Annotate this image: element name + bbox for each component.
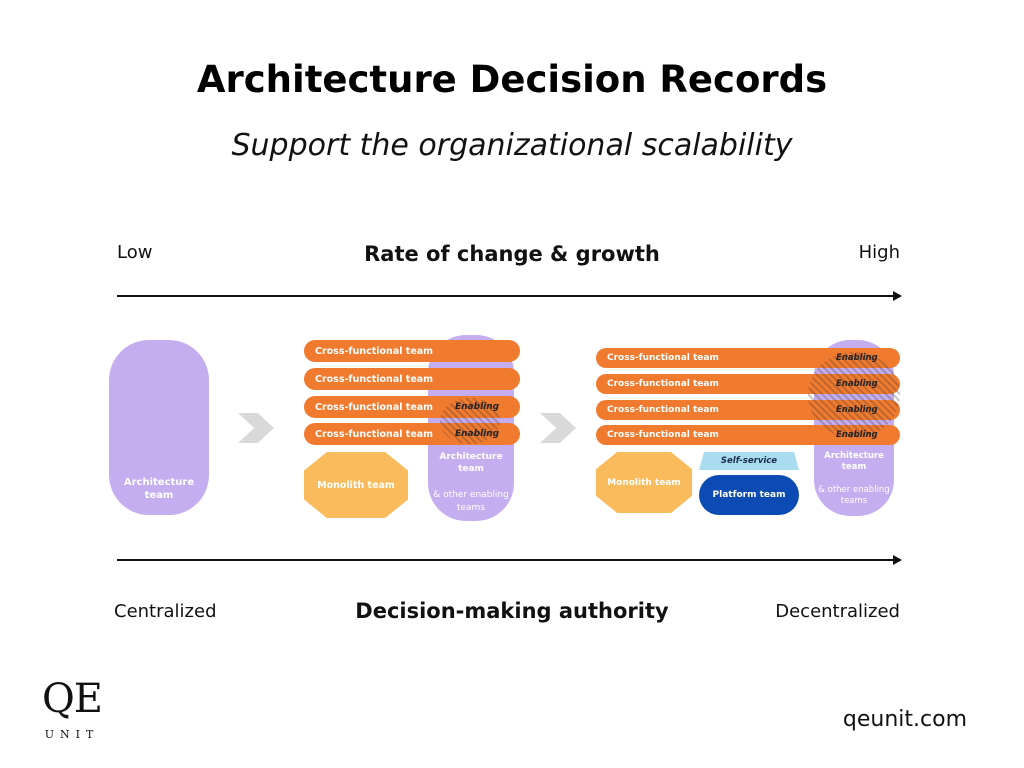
bottom-axis-title: Decision-making authority — [355, 599, 669, 623]
stage3-enabling-label-3: Enabling — [836, 405, 878, 415]
page-subtitle: Support the organizational scalability — [231, 128, 793, 163]
stage3-enabling-label-2: Enabling — [836, 379, 878, 389]
qe-unit-logo-word: UNIT — [44, 728, 100, 741]
top-axis-low-label: Low — [117, 242, 153, 263]
qe-unit-logo: QE — [42, 676, 103, 722]
chevron-right-icon — [238, 413, 274, 443]
stage3-enabling-overlap — [808, 352, 900, 438]
stage3-cross-functional-team-2: Cross-functional team — [596, 374, 900, 394]
top-axis-title: Rate of change & growth — [364, 242, 660, 266]
stage2-enabling-overlap — [440, 398, 500, 444]
top-axis-line — [117, 295, 894, 297]
top-axis-arrow-icon — [893, 291, 902, 301]
bottom-axis-line — [117, 559, 894, 561]
stage2-monolith-team: Monolith team — [304, 452, 408, 518]
stage1-architecture-team: Architecture team — [109, 340, 209, 515]
bottom-axis-arrow-icon — [893, 555, 902, 565]
chevron-right-icon — [540, 413, 576, 443]
stage2-cross-functional-team-3: Cross-functional team — [304, 396, 520, 418]
stage3-cross-functional-team-4: Cross-functional team — [596, 425, 900, 445]
stage3-self-service: Self-service — [699, 452, 799, 470]
bottom-axis-centralized-label: Centralized — [114, 601, 217, 622]
stage3-cross-functional-team-3: Cross-functional team — [596, 400, 900, 420]
stage2-cross-functional-team-1: Cross-functional team — [304, 340, 520, 362]
stage1-architecture-team-label: Architecture team — [123, 477, 195, 501]
stage3-monolith-team: Monolith team — [596, 452, 692, 513]
stage2-cross-functional-team-2: Cross-functional team — [304, 368, 520, 390]
stage2-enabling-label-2: Enabling — [455, 429, 500, 439]
bottom-axis-decentralized-label: Decentralized — [775, 601, 900, 622]
website-label: qeunit.com — [842, 707, 967, 732]
stage2-cross-functional-team-4: Cross-functional team — [304, 423, 520, 445]
stage3-enabling-label-1: Enabling — [836, 353, 878, 363]
stage2-architecture-team-label: Architecture team — [439, 452, 503, 474]
stage3-other-teams-label: & other enabling teams — [818, 485, 890, 506]
stage2-enabling-label-1: Enabling — [455, 402, 500, 412]
top-axis-high-label: High — [858, 242, 900, 263]
stage3-cross-functional-team-1: Cross-functional team — [596, 348, 900, 368]
page-title: Architecture Decision Records — [196, 58, 828, 101]
stage3-platform-team: Platform team — [699, 475, 799, 515]
stage3-architecture-team-label: Architecture team — [824, 451, 884, 472]
stage3-enabling-label-4: Enabling — [836, 430, 878, 440]
stage2-other-teams-label: & other enabling teams — [433, 490, 509, 513]
